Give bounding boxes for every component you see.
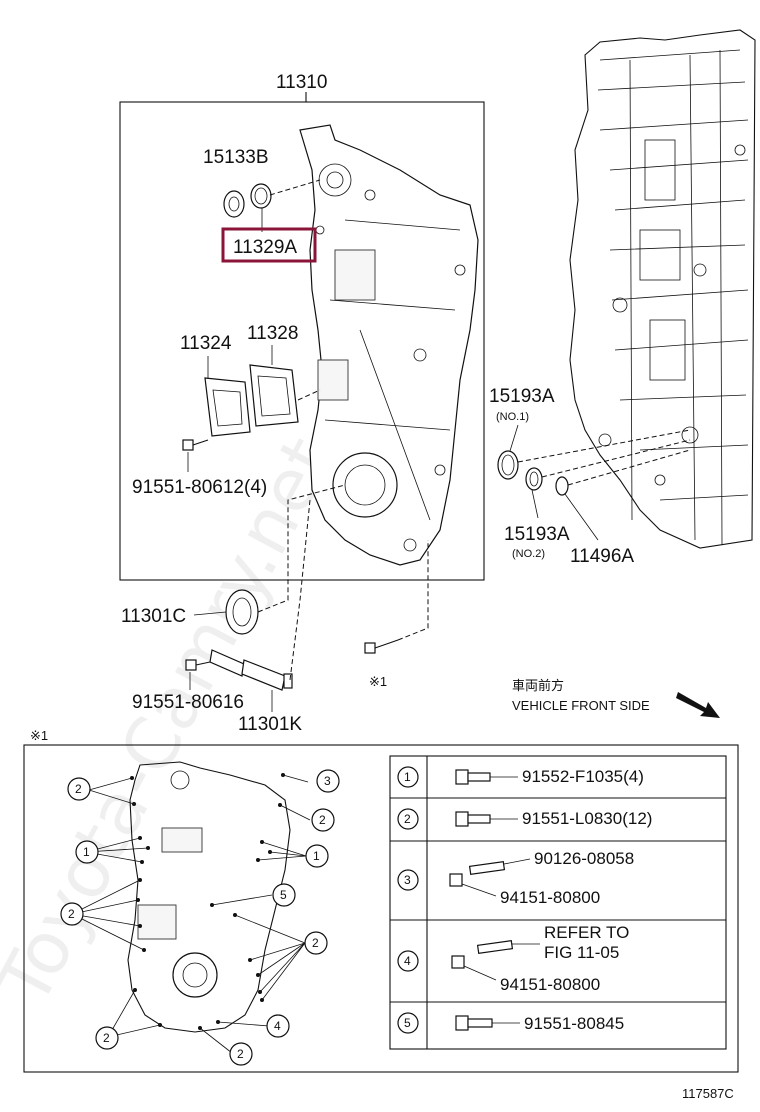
highlight-box-11329a [221,227,317,263]
bolt-91551-80612-illustration [182,439,209,451]
label-11301k: 11301K [238,714,302,735]
stud-bolt-icon [468,860,506,876]
table-row-4-part-1: REFER TO [544,923,629,942]
callout-2b: 2 [319,813,326,827]
label-front-jp: 車両前方 [512,678,564,693]
oring-11496a-illustration [555,476,569,496]
callout-4: 4 [274,1019,281,1033]
callout-5: 5 [280,888,287,902]
label-15193a-no1: 15193A [489,386,555,407]
label-11324: 11324 [180,333,232,354]
label-91551-80616: 91551-80616 [132,692,244,713]
table-row-3: 3 90126-08058 94151-80800 [397,849,634,907]
bolt-table: 1 91552-F1035(4) 2 91551-L0830(12) 3 [389,755,727,1050]
label-15193a-no2-note: (NO.2) [512,548,545,560]
table-row-1: 1 91552-F1035(4) [397,766,644,788]
table-row-4-part-2: FIG 11-05 [544,943,619,962]
label-front-en: VEHICLE FRONT SIDE [512,698,650,713]
label-11328: 11328 [247,323,298,344]
vehicle-front-arrow-icon [676,692,720,718]
callout-3: 3 [324,774,331,788]
label-ref1: ※1 [369,674,387,689]
table-row-2-part: 91551-L0830(12) [522,809,652,828]
bolt-detail-frame [23,744,739,1073]
detail-cover-outline [127,761,291,1033]
sensor-11301k-illustration [209,649,293,691]
label-11310: 11310 [276,72,327,93]
gasket-11328-illustration [249,364,299,427]
callout-2d: 2 [312,936,319,950]
callout-2c: 2 [68,907,75,921]
table-row-5: 5 91551-80845 [397,1012,624,1034]
detail-callouts: 2 3 2 1 1 5 2 2 2 4 2 [60,769,340,1066]
detail-bolt-points [130,773,285,1030]
table-row-3-no: 3 [404,873,411,887]
table-row-4: 4 REFER TO FIG 11-05 94151-80800 [397,923,629,994]
stud-bolt-icon [476,939,514,955]
label-15193a-no1-note: (NO.1) [496,411,529,423]
cover-11324-illustration [204,377,251,437]
detail-leader-lines [71,774,311,1054]
nut-icon [449,873,463,887]
table-row-5-no: 5 [404,1016,411,1030]
table-row-2-no: 2 [404,812,411,826]
flange-bolt-icon [455,769,491,785]
figure-code: 117587C [682,1086,734,1101]
callout-2f: 2 [237,1047,244,1061]
label-15133b: 15133B [203,147,269,168]
oil-seal-11301c-illustration [225,589,259,635]
callout-2e: 2 [103,1031,110,1045]
timing-chain-cover-illustration [299,124,479,566]
bolt-ref1-illustration [364,639,399,654]
table-row-1-no: 1 [404,770,411,784]
plug-15133b-illustration [223,190,245,218]
engine-block-illustration [569,29,756,549]
nut-icon [451,955,465,969]
bolt-91551-80616-illustration [185,659,211,671]
table-row-3-part-2: 94151-80800 [500,888,600,907]
flange-bolt-icon [455,811,491,827]
table-row-2: 2 91551-L0830(12) [397,808,652,830]
label-11301c: 11301C [121,606,186,627]
label-11329a: 11329A [233,237,297,258]
callout-2a: 2 [75,782,82,796]
table-row-3-part-1: 90126-08058 [534,849,634,868]
gasket-11329a-illustration [250,183,272,209]
label-91551-80612: 91551-80612(4) [132,477,267,498]
callout-1a: 1 [83,845,90,859]
label-11496a: 11496A [570,546,634,567]
label-15193a-no2: 15193A [504,524,570,545]
table-row-4-no: 4 [404,954,411,968]
callout-1b: 1 [313,849,320,863]
table-row-1-part: 91552-F1035(4) [522,767,644,786]
oring-15193a-no1-illustration [497,450,519,480]
label-detail-mark: ※1 [30,728,48,743]
table-row-5-part: 91551-80845 [524,1014,624,1033]
flange-bolt-icon [455,1015,493,1031]
oring-15193a-no2-illustration [525,467,543,491]
table-row-4-part-3: 94151-80800 [500,975,600,994]
